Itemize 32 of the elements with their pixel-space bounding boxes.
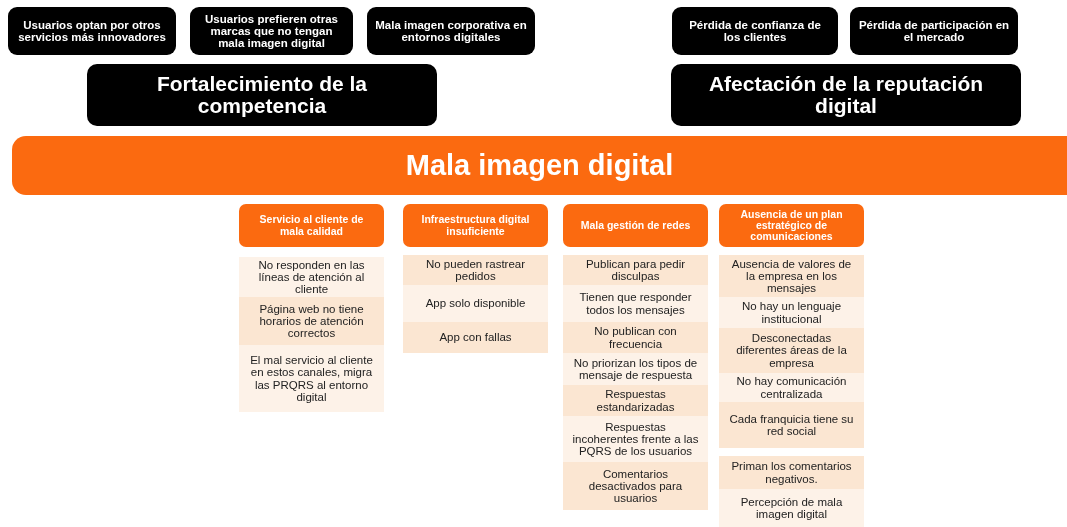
cause-item: Respuestas estandarizadas	[563, 385, 708, 416]
effect-box: Afectación de la reputación digital	[671, 64, 1021, 126]
effect-box: Usuarios optan por otros servicios más innovadores	[8, 7, 176, 55]
cause-item: Cada franquicia tiene su red social	[719, 402, 864, 448]
cause-item: Percepción de mala imagen digital	[719, 489, 864, 527]
cause-header: Servicio al cliente de mala calidad	[239, 204, 384, 247]
cause-header: Mala gestión de redes	[563, 204, 708, 247]
effect-box: Mala imagen corporativa en entornos digitales	[367, 7, 535, 55]
cause-item: Respuestas incoherentes frente a las PQRS de los usuarios	[563, 416, 708, 462]
cause-item: Desconectadas diferentes áreas de la empresa	[719, 328, 864, 373]
cause-item: No priorizan los tipos de mensaje de respuesta	[563, 353, 708, 385]
cause-item: Priman los comentarios negativos.	[719, 456, 864, 489]
cause-header: Ausencia de un plan estratégico de comunicaciones	[719, 204, 864, 247]
effect-box: Fortalecimiento de la competencia	[87, 64, 437, 126]
cause-item: App solo disponible	[403, 285, 548, 322]
cause-item: No hay un lenguaje institucional	[719, 297, 864, 328]
cause-item: El mal servicio al cliente en estos canales, migra las PRQRS al entorno digital	[239, 345, 384, 412]
effect-box: Pérdida de confianza de los clientes	[672, 7, 838, 55]
main-problem-banner: Mala imagen digital	[12, 136, 1067, 195]
effect-box: Pérdida de participación en el mercado	[850, 7, 1018, 55]
effect-box: Usuarios prefieren otras marcas que no tengan mala imagen digital	[190, 7, 353, 55]
cause-item: Ausencia de valores de la empresa en los mensajes	[719, 255, 864, 297]
cause-item: No responden en las líneas de atención al cliente	[239, 257, 384, 297]
cause-item: Publican para pedir disculpas	[563, 255, 708, 285]
cause-item: Comentarios desactivados para usuarios	[563, 462, 708, 510]
cause-item: App con fallas	[403, 322, 548, 353]
cause-item: No hay comunicación centralizada	[719, 373, 864, 402]
cause-item: Tienen que responder todos los mensajes	[563, 285, 708, 322]
cause-item: No publican con frecuencia	[563, 322, 708, 353]
cause-header: Infraestructura digital insuficiente	[403, 204, 548, 247]
cause-item: No pueden rastrear pedidos	[403, 255, 548, 285]
cause-item: Página web no tiene horarios de atención correctos	[239, 297, 384, 345]
